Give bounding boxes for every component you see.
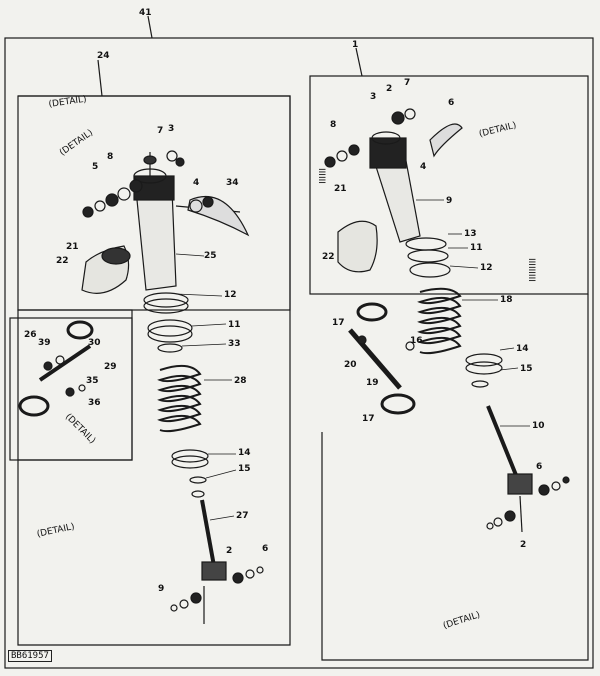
callout-r17b: 17 (362, 414, 375, 424)
callout-24: 24 (97, 51, 110, 61)
callout-r13: 13 (464, 229, 477, 239)
callout-r22: 22 (322, 252, 335, 262)
callout-r9: 9 (446, 196, 453, 206)
callout-1: 1 (352, 40, 359, 50)
callout-11: 11 (228, 320, 241, 330)
callout-33: 33 (228, 339, 241, 349)
callout-14: 14 (238, 448, 251, 458)
note-vertical-mid: IIIIII (316, 168, 326, 184)
callout-5: 5 (92, 162, 99, 172)
left-top-small-parts (81, 150, 214, 294)
callout-r4: 4 (420, 162, 427, 172)
callout-34: 34 (226, 178, 239, 188)
callout-r16: 16 (410, 336, 423, 346)
callout-r17: 17 (332, 318, 345, 328)
callout-r7: 7 (404, 78, 411, 88)
callout-r19: 19 (366, 378, 379, 388)
callout-r8: 8 (330, 120, 337, 130)
callout-r6b: 6 (536, 462, 543, 472)
callout-r2b: 2 (520, 540, 527, 550)
callout-r3: 3 (370, 92, 377, 102)
callout-r14: 14 (516, 344, 529, 354)
callout-r6: 6 (448, 98, 455, 108)
callout-26: 26 (24, 330, 37, 340)
callout-r15: 15 (520, 364, 533, 374)
callout-r10: 10 (532, 421, 545, 431)
left-shock-assembly (133, 152, 264, 624)
right-shock-assembly (369, 131, 570, 533)
callout-6: 6 (262, 544, 269, 554)
callout-25: 25 (204, 251, 217, 261)
callout-4: 4 (193, 178, 200, 188)
callout-r20: 20 (344, 360, 357, 370)
callout-r2: 2 (386, 84, 393, 94)
callout-15: 15 (238, 464, 251, 474)
callout-29: 29 (104, 362, 117, 372)
callout-2: 2 (226, 546, 233, 556)
outer-frame (4, 37, 594, 669)
callout-36: 36 (88, 398, 101, 408)
callout-35: 35 (86, 376, 99, 386)
callout-39: 39 (38, 338, 51, 348)
callout-12: 12 (224, 290, 237, 300)
left-upper-detail-box (17, 95, 291, 311)
right-middle-link-parts (348, 302, 416, 415)
right-top-small-parts (324, 108, 463, 273)
callout-r11: 11 (470, 243, 483, 253)
callout-r12: 12 (480, 263, 493, 273)
callout-8: 8 (107, 152, 114, 162)
note-vertical-right: IIIIIIIII (526, 258, 536, 282)
callout-28: 28 (234, 376, 247, 386)
right-lower-frame (321, 294, 589, 661)
callout-41: 41 (139, 8, 152, 18)
left-middle-link-parts (18, 320, 94, 417)
callout-21: 21 (66, 242, 79, 252)
callout-7: 7 (157, 126, 164, 136)
callout-r21: 21 (334, 184, 347, 194)
left-middle-detail-box (9, 317, 133, 461)
right-upper-detail-box (309, 75, 589, 295)
callout-27: 27 (236, 511, 249, 521)
callout-22: 22 (56, 256, 69, 266)
reference-code: BB61957 (8, 650, 52, 662)
callout-30: 30 (88, 338, 101, 348)
callout-9: 9 (158, 584, 165, 594)
callout-r18: 18 (500, 295, 513, 305)
callout-3: 3 (168, 124, 175, 134)
